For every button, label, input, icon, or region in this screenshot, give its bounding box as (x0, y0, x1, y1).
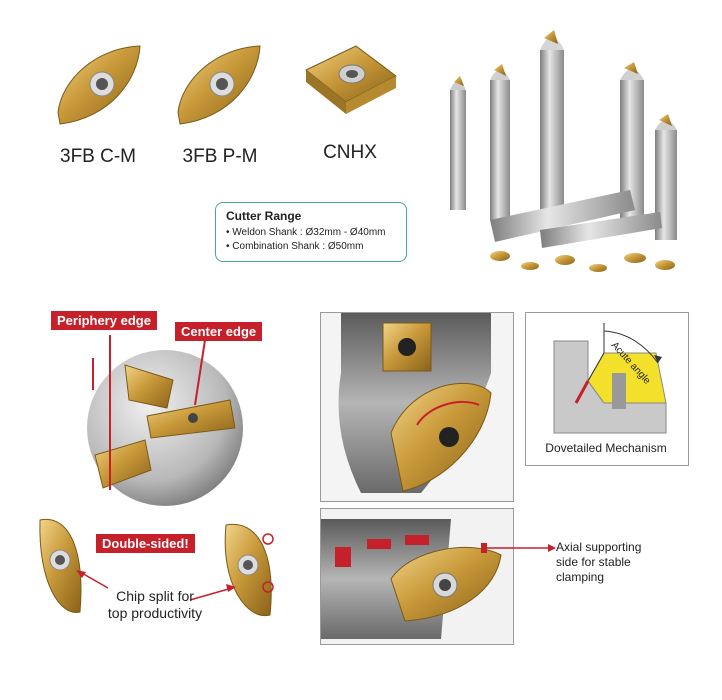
insert-label-cnhx: CNHX (323, 142, 377, 163)
chip-split-arrows (76, 570, 236, 601)
clamping-photo-top (320, 312, 514, 502)
cutter-range-title: Cutter Range (226, 209, 302, 223)
cutter-end-view-image (87, 335, 243, 506)
insert-3fb-c-m-image (57, 45, 141, 125)
double-sided-insert-right-image (224, 523, 274, 617)
axial-support-line-2: side for stable (556, 555, 631, 569)
insert-label-3fb-c-m: 3FB C-M (60, 146, 136, 167)
axial-support-arrow (486, 544, 556, 552)
cutter-range-weldon: • Weldon Shank : Ø32mm - Ø40mm (226, 227, 386, 238)
dovetail-diagram-frame (525, 312, 689, 466)
chip-split-line-1: Chip split for (116, 588, 194, 604)
clamping-photo-bottom-image (321, 509, 513, 644)
axial-support-line-1: Axial supporting (556, 540, 642, 554)
center-edge-tag: Center edge (175, 322, 263, 341)
axial-support-line-3: clamping (556, 570, 605, 584)
dovetail-diagram-image (526, 313, 688, 465)
chip-split-caption: Chip split for top productivity (95, 588, 215, 622)
clamping-photo-bottom (320, 508, 514, 645)
periphery-edge-tag: Periphery edge (51, 311, 157, 330)
dovetail-caption: Dovetailed Mechanism (545, 441, 667, 455)
chip-split-line-2: top productivity (107, 605, 203, 621)
cutter-range-box: Cutter Range • Weldon Shank : Ø32mm - Ø4… (215, 202, 407, 262)
cutter-family-image (450, 30, 677, 272)
cutter-range-combination: • Combination Shank : Ø50mm (226, 241, 364, 252)
insert-cnhx-image (305, 45, 397, 114)
double-sided-tag: Double-sided! (96, 534, 195, 553)
double-sided-insert-left-image (39, 518, 82, 613)
insert-3fb-p-m-image (177, 45, 261, 125)
insert-label-3fb-p-m: 3FB P-M (182, 146, 258, 167)
clamping-photo-top-image (321, 313, 513, 501)
axial-support-note: Axial supporting side for stable clampin… (556, 540, 696, 585)
